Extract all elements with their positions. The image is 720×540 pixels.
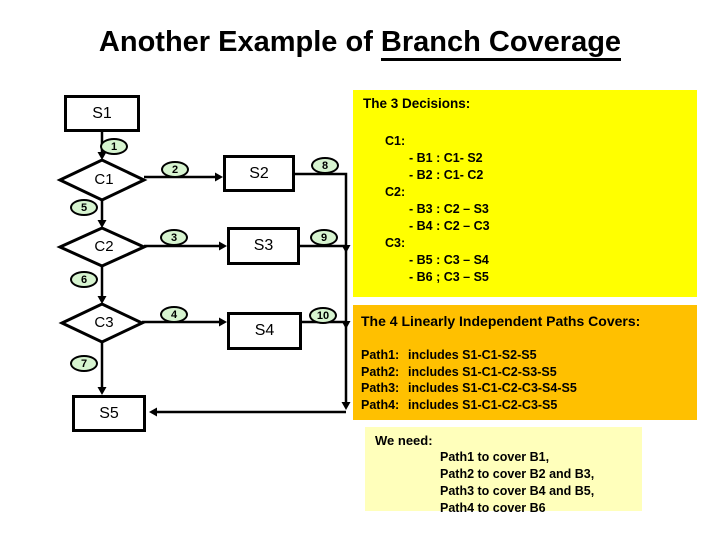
path-line: Path3: includes S1-C1-C2-C3-S4-S5 <box>361 380 689 397</box>
path-name: Path3: <box>361 381 400 395</box>
decision-group-c1: C1: - B1 : C1- S2 - B2 : C1- C2 <box>385 133 687 184</box>
paths-panel: The 4 Linearly Independent Paths Covers:… <box>353 305 697 420</box>
path-desc: includes S1-C1-C2-C3-S5 <box>408 397 558 412</box>
edge-badge-4: 4 <box>160 306 188 323</box>
slide-title: Another Example of Branch Coverage <box>0 26 720 61</box>
branch-line: - B1 : C1- S2 <box>409 151 483 165</box>
edge-badge-7: 7 <box>70 355 98 372</box>
flow-node-s1: S1 <box>64 95 140 132</box>
flow-arrowheads <box>97 152 351 417</box>
need-line: Path1 to cover B1, <box>440 450 550 464</box>
edge-badge-6: 6 <box>70 271 98 288</box>
path-line: Path1: includes S1-C1-S2-S5 <box>361 347 689 364</box>
path-line: Path2: includes S1-C1-C2-S3-S5 <box>361 364 689 381</box>
edge-badge-9: 9 <box>310 229 338 246</box>
branch-line: - B6 ; C3 – S5 <box>409 270 489 284</box>
paths-panel-title: The 4 Linearly Independent Paths Covers: <box>361 313 641 329</box>
decisions-panel-title: The 3 Decisions: <box>363 96 471 111</box>
path-name: Path2: <box>361 364 400 379</box>
diamond-C3 <box>58 302 146 344</box>
paths-list: Path1: includes S1-C1-S2-S5 Path2: include… <box>361 347 689 413</box>
diamond-C1 <box>56 158 148 202</box>
edge-badge-2: 2 <box>161 161 189 178</box>
need-line: Path4 to cover B6 <box>440 501 546 515</box>
decision-group-label: C2: <box>385 185 406 199</box>
flow-node-s5: S5 <box>72 395 146 432</box>
flow-decision-c1-label: C1 <box>94 171 114 188</box>
branch-line: - B2 : C1- C2 <box>409 168 484 182</box>
path-line: Path4: includes S1-C1-C2-C3-S5 <box>361 397 689 414</box>
decision-group-c2: C2: - B3 : C2 – S3 - B4 : C2 – C3 <box>385 184 687 235</box>
path-desc: includes S1-C1-S2-S5 <box>408 348 537 362</box>
edge-badge-10: 10 <box>309 307 337 324</box>
title-prefix: Another Example of <box>98 26 381 58</box>
edge-badge-1: 1 <box>100 138 128 155</box>
path-desc: includes S1-C1-C2-S3-S5 <box>408 364 557 379</box>
title-underlined-text: Branch Coverage <box>380 26 622 61</box>
diamond-C2 <box>56 226 148 268</box>
decision-group-c3: C3: - B5 : C3 – S4 - B6 ; C3 – S5 <box>385 235 687 286</box>
flow-decision-c3-label: C3 <box>94 314 114 331</box>
need-panel-title: We need: <box>375 433 433 448</box>
path-name: Path1: <box>361 348 400 362</box>
decision-group-label: C1: <box>385 134 406 148</box>
need-panel: We need: Path1 to cover B1, Path2 to cov… <box>365 427 642 515</box>
branch-line: - B4 : C2 – C3 <box>409 219 490 233</box>
flow-node-s2: S2 <box>223 155 295 192</box>
decision-group-label: C3: <box>385 236 406 250</box>
edge-badge-5: 5 <box>70 199 98 216</box>
flow-decision-c2-label: C2 <box>94 238 114 255</box>
edge-badge-3: 3 <box>160 229 188 246</box>
flow-node-s4: S4 <box>227 312 302 350</box>
need-line: Path3 to cover B4 and B5, <box>440 484 595 498</box>
path-desc: includes S1-C1-C2-C3-S4-S5 <box>408 381 577 395</box>
branch-line: - B3 : C2 – S3 <box>409 202 489 216</box>
path-name: Path4: <box>361 397 400 412</box>
edge-badge-8: 8 <box>311 157 339 174</box>
flow-node-s3: S3 <box>227 227 300 265</box>
need-line: Path2 to cover B2 and B3, <box>440 467 595 481</box>
decision-diamond-shapes <box>56 158 148 344</box>
decisions-panel: The 3 Decisions: C1: - B1 : C1- S2 - B2 … <box>353 90 697 297</box>
branch-line: - B5 : C3 – S4 <box>409 253 489 267</box>
